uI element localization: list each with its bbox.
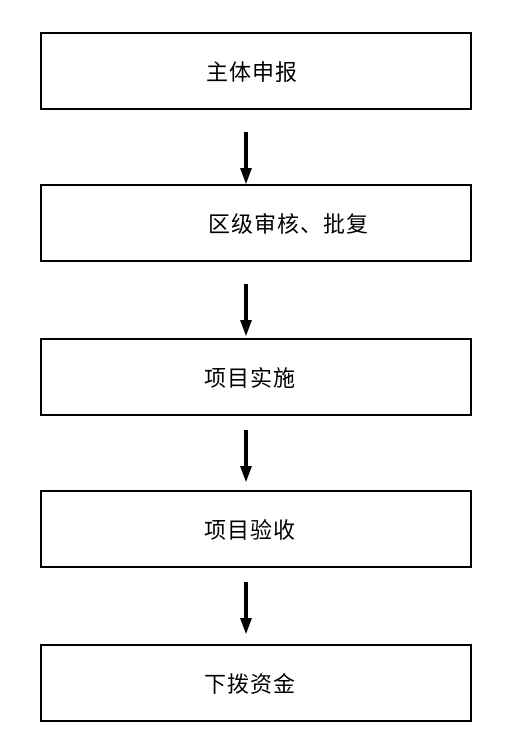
step-box-3: 项目实施	[40, 338, 472, 416]
arrow-down-icon	[240, 132, 252, 184]
step-box-5: 下拨资金	[40, 644, 472, 722]
step-label-1: 主体申报	[206, 61, 299, 86]
step-label-5: 下拨资金	[204, 673, 297, 698]
step-box-4: 项目验收	[40, 490, 472, 568]
step-label-2: 区级审核、批复	[208, 213, 370, 238]
step-label-3: 项目实施	[204, 367, 297, 392]
arrow-down-icon	[240, 284, 252, 336]
step-box-1: 主体申报	[40, 32, 472, 110]
arrow-down-icon	[240, 430, 252, 482]
arrow-down-icon	[240, 582, 252, 634]
step-label-4: 项目验收	[204, 519, 297, 544]
step-box-2: 区级审核、批复	[40, 184, 472, 262]
